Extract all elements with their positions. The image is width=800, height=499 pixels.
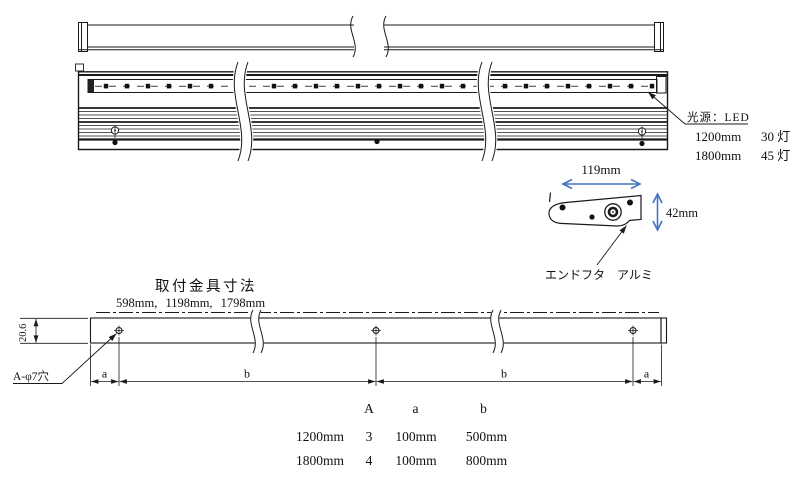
leader-line (647, 91, 748, 125)
table-header-A: A (364, 401, 374, 416)
cell-length-1: 1200mm (296, 429, 345, 444)
break-lines (250, 307, 504, 356)
hole-note: A-φ7穴 (13, 369, 50, 383)
led-chips (103, 83, 655, 89)
leader-line (596, 225, 627, 266)
dim-b-right: b (501, 367, 507, 381)
height-dimension-arrow (652, 192, 663, 232)
dim-a-left: a (102, 367, 108, 381)
bracket-lengths: 598mm, 1198mm, 1798mm (116, 296, 265, 310)
spec-table: A a b 1200mm 3 100mm 500mm 1800mm 4 100m… (296, 401, 508, 468)
cell-a-1: 100mm (395, 429, 437, 444)
table-row: 1800mm 4 100mm 800mm (296, 453, 508, 468)
endcap-detail: 119mm 42mm エンドフタ アルミ (545, 162, 698, 282)
knockout-hole (604, 203, 622, 221)
left-endcap (78, 22, 88, 52)
screw-icon (589, 214, 595, 220)
dim-b-left: b (244, 367, 250, 381)
front-view-drawing (75, 59, 669, 164)
span-dimensions (90, 337, 662, 386)
light-source-length-1: 1200mm (695, 129, 741, 144)
table-header-a: a (413, 401, 419, 416)
leader-line (13, 333, 117, 384)
cell-A-2: 4 (366, 453, 373, 468)
bracket-bar-flange (660, 317, 668, 344)
screw-icon (627, 199, 633, 206)
bracket-title: 取付金具寸法 (155, 278, 257, 295)
cell-a-2: 100mm (395, 453, 437, 468)
endcap-profile (548, 192, 642, 227)
endcap-width-label: 119mm (581, 162, 620, 177)
corner-notch (75, 63, 84, 72)
right-endcap (654, 22, 664, 52)
table-header-b: b (480, 401, 487, 416)
light-source-length-2: 1800mm (695, 148, 741, 163)
light-source-callout: 光源：LED 1200mm 30 灯 1800mm 45 灯 (647, 91, 790, 163)
thickness-label: 20.6 (18, 324, 29, 342)
cell-A-1: 3 (366, 429, 373, 444)
endcap-height-label: 42mm (666, 206, 698, 220)
top-view-drawing (78, 15, 664, 59)
light-source-lamps-2: 45 灯 (761, 148, 790, 163)
bracket-drawing: 取付金具寸法 598mm, 1198mm, 1798mm (13, 278, 668, 386)
screw-icon (559, 204, 566, 211)
cell-length-2: 1800mm (296, 453, 345, 468)
cell-b-2: 800mm (466, 453, 508, 468)
light-source-lamps-1: 30 灯 (761, 129, 790, 144)
housing-fins (79, 107, 667, 141)
bracket-holes (114, 325, 638, 336)
dim-a-right: a (644, 367, 650, 381)
strip-end-block (656, 76, 667, 94)
break-line (350, 15, 356, 58)
break-line (383, 15, 389, 58)
break-lines (232, 59, 498, 164)
endcap-caption: エンドフタ アルミ (545, 268, 653, 282)
table-row: 1200mm 3 100mm 500mm (296, 429, 508, 444)
mounting-holes (110, 125, 647, 147)
width-dimension-arrow (561, 178, 642, 190)
thickness-dimension (20, 317, 88, 344)
cell-b-1: 500mm (466, 429, 508, 444)
light-source-title: 光源：LED (687, 110, 750, 124)
